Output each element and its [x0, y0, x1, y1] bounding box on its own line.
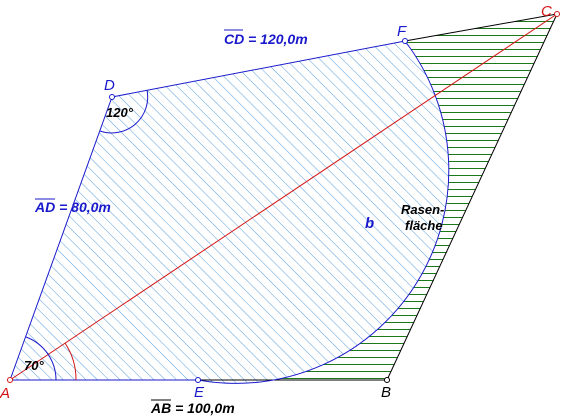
- point-f: [402, 38, 408, 44]
- side-bc: [386, 13, 558, 381]
- arc-label-b: b: [365, 215, 374, 232]
- angle-arc-a-outer: [64, 342, 77, 381]
- point-a: [7, 377, 13, 383]
- label-e: E: [194, 384, 205, 401]
- angle-arc-a-inner: [25, 336, 57, 381]
- measure-ad-text: AD = 80,0m: [34, 199, 111, 215]
- rasen-label-line1: Rasen-: [401, 202, 444, 217]
- angle-label-a: 70°: [24, 358, 44, 373]
- angle-label-d: 120°: [106, 105, 134, 120]
- measure-ab-text: AB = 100,0m: [150, 400, 235, 416]
- blue-hatched-region: [10, 41, 449, 384]
- label-b: B: [381, 384, 391, 401]
- angle-arc-d: [99, 89, 149, 134]
- side-fc: [404, 13, 558, 42]
- point-d: [109, 94, 115, 100]
- rasen-region: [198, 14, 557, 384]
- measure-ad: AD = 80,0m: [34, 198, 111, 215]
- arc-b: [197, 40, 450, 384]
- label-d: D: [104, 77, 115, 94]
- label-a: A: [0, 385, 10, 402]
- label-c: C: [541, 3, 552, 20]
- point-c: [554, 11, 560, 17]
- rasen-label-line2: fläche: [405, 218, 443, 233]
- label-f: F: [397, 23, 407, 40]
- measure-ab: AB = 100,0m: [150, 399, 235, 416]
- point-b: [384, 377, 390, 383]
- point-e: [195, 377, 201, 383]
- side-df: [111, 40, 406, 98]
- diagonal-ac: [9, 13, 558, 381]
- measure-cd-text: CD = 120,0m: [224, 31, 308, 47]
- side-ad: [9, 96, 113, 381]
- measure-cd: CD = 120,0m: [224, 29, 308, 47]
